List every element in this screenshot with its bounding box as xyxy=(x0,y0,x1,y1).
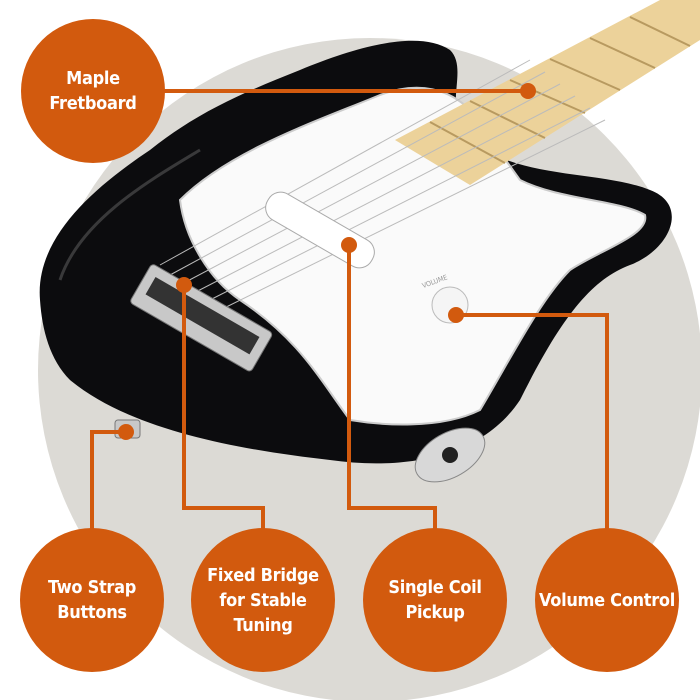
line-bridge xyxy=(182,285,265,530)
dot-maple xyxy=(520,83,536,99)
body-highlight xyxy=(58,148,201,281)
callout-label: Single Coil Pickup xyxy=(388,577,482,623)
strings xyxy=(159,59,606,316)
callout-maple-fretboard: Maple Fretboard xyxy=(21,19,165,163)
leader-dots xyxy=(118,83,536,440)
callout-label: Maple Fretboard xyxy=(49,68,137,114)
line-volume xyxy=(456,313,609,530)
line-pickup xyxy=(347,245,437,530)
callout-label: Fixed Bridge for Stable Tuning xyxy=(207,564,319,636)
callout-pickup: Single Coil Pickup xyxy=(363,528,507,672)
pickguard xyxy=(178,86,647,426)
frets xyxy=(429,16,691,164)
line-strap xyxy=(90,430,126,530)
callout-strap-buttons: Two Strap Buttons xyxy=(20,528,164,672)
jack-hole xyxy=(442,447,458,463)
callout-volume: Volume Control xyxy=(535,528,679,672)
dot-pickup xyxy=(341,237,357,253)
leader-lines xyxy=(90,89,609,530)
callout-label: Two Strap Buttons xyxy=(47,577,136,623)
maple-neck xyxy=(395,0,700,185)
dot-bridge xyxy=(176,277,192,293)
dot-volume xyxy=(448,307,464,323)
callout-label: Volume Control xyxy=(539,589,675,611)
callout-fixed-bridge: Fixed Bridge for Stable Tuning xyxy=(191,528,335,672)
fixed-bridge xyxy=(130,264,273,372)
dot-strap xyxy=(118,424,134,440)
